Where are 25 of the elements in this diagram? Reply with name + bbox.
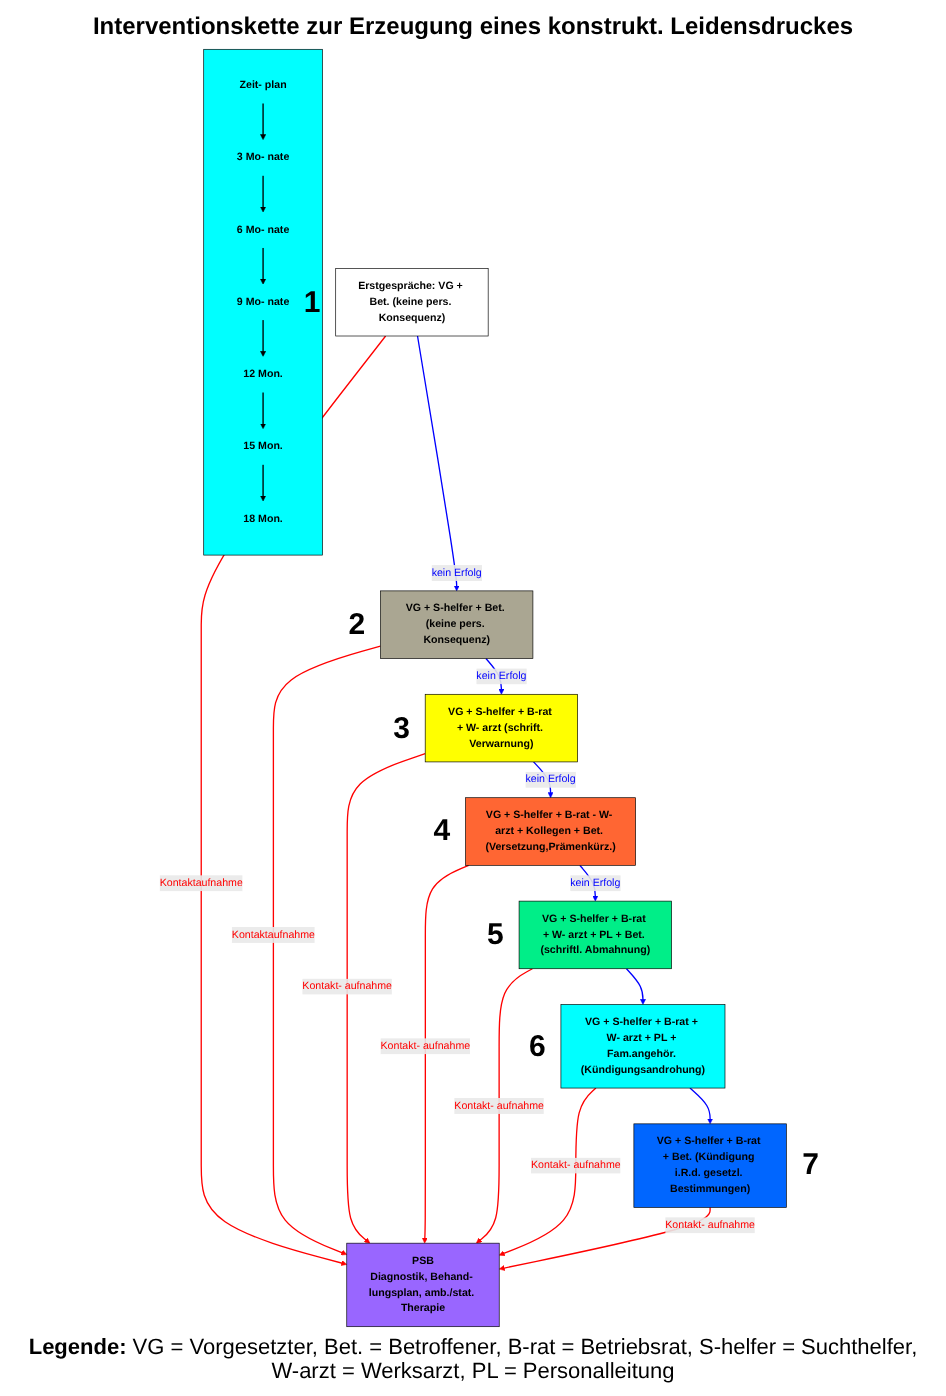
- arrow: [260, 174, 266, 213]
- arrow: [416, 335, 460, 592]
- arrow: [421, 864, 470, 1244]
- arrow: [625, 968, 646, 1005]
- cluster: [203, 48, 323, 556]
- arrow: [260, 391, 266, 430]
- arrow: [260, 102, 266, 141]
- step-number: 1: [303, 285, 321, 320]
- arrow: [272, 645, 382, 1256]
- step-number: 4: [433, 814, 451, 849]
- diagram-title: Interventionskette zur Erzeugung eines konstrukt. Leidensdruckes: [92, 12, 854, 40]
- legend-heading: Legende:: [28, 1336, 127, 1360]
- step-number: 2: [348, 607, 366, 642]
- arrow: [260, 463, 266, 502]
- step-number: 6: [528, 1029, 546, 1064]
- arrow: [498, 1087, 597, 1256]
- arrow: [689, 1087, 714, 1125]
- step-number: 7: [802, 1148, 819, 1183]
- arrow: [476, 968, 534, 1244]
- arrow: [260, 319, 266, 357]
- step-number: 5: [487, 917, 504, 952]
- arrow: [346, 753, 426, 1244]
- arrow: [260, 247, 266, 285]
- step-number: 3: [393, 711, 410, 746]
- legend-text: VG = Vorgesetzter, Bet. = Betroffener, B-rat = Betriebsrat, S-helfer = Suchthelfer, W-arzt = Werksarzt, PL = Personalleitung: [130, 1336, 918, 1384]
